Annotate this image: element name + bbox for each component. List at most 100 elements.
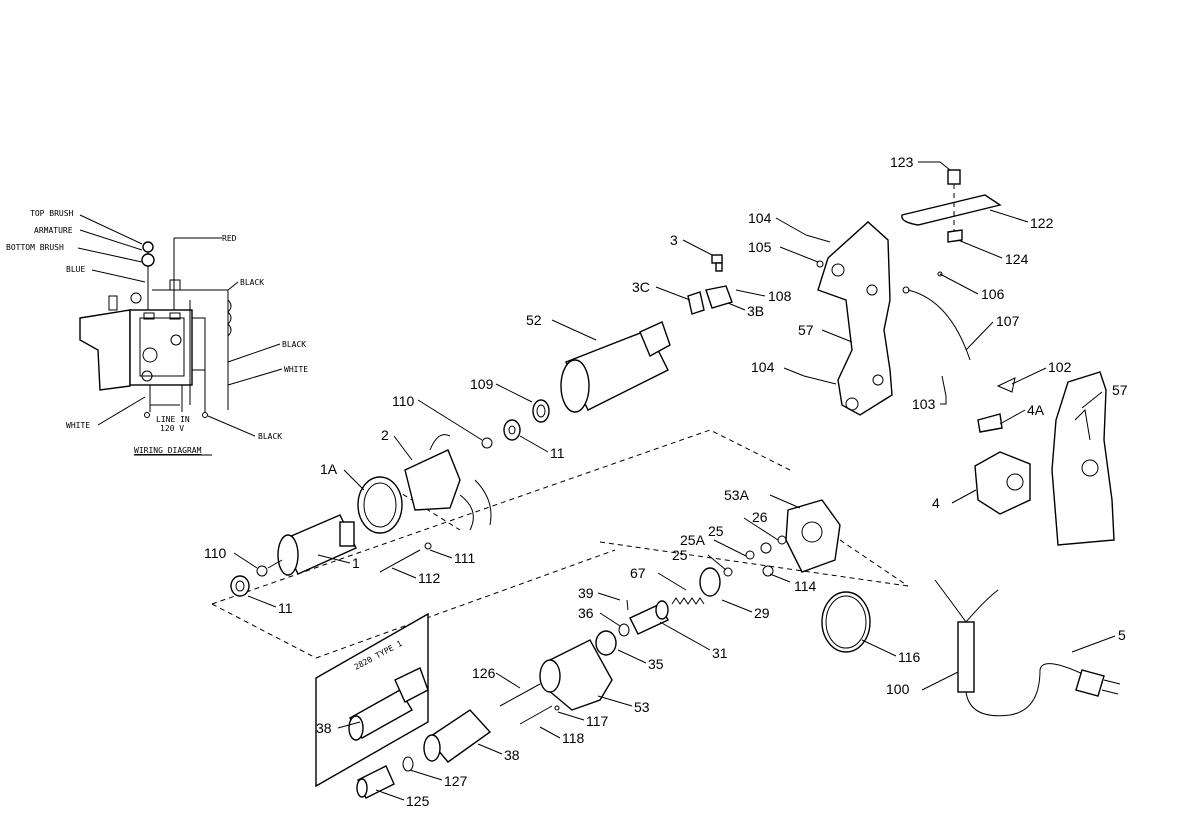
part-53a-gear-plate: [785, 499, 841, 573]
label-5: 5: [1118, 627, 1126, 643]
part-122-plate: [901, 169, 1002, 243]
part-11-bearing-bottom: [230, 575, 250, 597]
label-112: 112: [418, 570, 441, 586]
label-122: 122: [1030, 215, 1054, 231]
part-57-housing-right: [1051, 371, 1115, 546]
label-53: 53: [634, 699, 650, 715]
label-118: 118: [562, 730, 585, 746]
part-4-switch: [974, 451, 1031, 515]
label-125: 125: [406, 793, 430, 809]
label-127: 127: [444, 773, 468, 789]
label-110-top: 110: [392, 393, 415, 409]
part-127-ring: [402, 756, 414, 772]
label-31: 31: [712, 645, 728, 661]
part-5-cord: [965, 663, 1121, 717]
label-116: 116: [898, 649, 921, 665]
inset-box: 2820 TYPE 1: [315, 612, 429, 788]
wiring-diagram: TOP BRUSH ARMATURE BOTTOM BRUSH BLUE RED…: [6, 209, 308, 456]
label-25-top: 25: [708, 523, 724, 539]
label-black-3: BLACK: [258, 432, 282, 441]
switch-body: [79, 292, 206, 391]
label-black-1: BLACK: [240, 278, 264, 287]
label-3: 3: [670, 232, 678, 248]
part-11-bearing-top: [503, 419, 521, 441]
label-124: 124: [1005, 251, 1029, 267]
label-red: RED: [222, 234, 237, 243]
label-white-1: WHITE: [284, 365, 308, 374]
label-top-brush: TOP BRUSH: [30, 209, 74, 218]
label-38-inset: 38: [316, 720, 332, 736]
part-102-terminal: [996, 377, 1016, 393]
label-11-top: 11: [550, 445, 565, 461]
label-104-top: 104: [748, 210, 772, 226]
label-25-mid: 25: [672, 547, 688, 563]
label-123: 123: [890, 154, 914, 170]
label-108: 108: [768, 288, 792, 304]
label-67: 67: [630, 565, 646, 581]
label-103: 103: [912, 396, 936, 412]
label-bottom-brush: BOTTOM BRUSH: [6, 243, 64, 252]
part-29-gear: [699, 567, 721, 597]
label-109: 109: [470, 376, 494, 392]
part-100-cord-protector: [934, 579, 999, 693]
label-white-2: WHITE: [66, 421, 90, 430]
leader-lines: [233, 161, 1116, 801]
label-11-bottom: 11: [278, 600, 293, 616]
label-1a: 1A: [320, 461, 338, 477]
part-31-spindle: [629, 600, 669, 635]
label-4a: 4A: [1027, 402, 1045, 418]
part-1-armature: [267, 514, 357, 576]
label-25a: 25A: [680, 532, 706, 548]
part-1a-baffle: [357, 476, 403, 534]
label-armature: ARMATURE: [34, 226, 73, 235]
part-labels: 123 122 124 104 105 3 3C 3B 108 106 107 …: [204, 154, 1128, 809]
label-57-right: 57: [1112, 382, 1128, 398]
label-3c: 3C: [632, 279, 650, 295]
label-100: 100: [886, 681, 910, 697]
part-3c-clip: [687, 291, 705, 315]
label-120v: 120 V: [160, 424, 184, 433]
part-4a: [977, 413, 1003, 433]
label-53a: 53A: [724, 487, 750, 503]
wiring-lines: [141, 237, 232, 418]
part-52-field-housing: [560, 321, 671, 413]
label-29: 29: [754, 605, 770, 621]
label-26: 26: [752, 509, 768, 525]
label-1: 1: [352, 555, 360, 571]
part-109-bearing: [532, 399, 550, 423]
label-57-left: 57: [798, 322, 814, 338]
label-35: 35: [648, 656, 664, 672]
label-114: 114: [794, 578, 817, 594]
label-111: 111: [454, 550, 475, 566]
label-102: 102: [1048, 359, 1072, 375]
part-116-gasket: [821, 591, 871, 653]
label-52: 52: [526, 312, 542, 328]
part-103-terminal: [941, 375, 947, 397]
label-39: 39: [578, 585, 594, 601]
label-36: 36: [578, 605, 594, 621]
part-118-screw: [519, 705, 553, 725]
label-2: 2: [381, 427, 389, 443]
label-104-bottom: 104: [751, 359, 775, 375]
label-3b: 3B: [747, 303, 764, 319]
part-38-inset: [348, 667, 429, 741]
label-black-2: BLACK: [282, 340, 306, 349]
part-67-spring: [671, 597, 705, 605]
part-112-screw: [379, 549, 421, 573]
part-107-wire: [907, 289, 971, 361]
label-117: 117: [586, 713, 609, 729]
part-3b-holder: [705, 285, 733, 309]
label-110-bottom: 110: [204, 545, 227, 561]
part-125-bit-holder: [356, 765, 395, 799]
label-line-in: LINE IN: [156, 415, 190, 424]
part-35-bearing: [595, 630, 617, 656]
part-3-brush: [711, 254, 723, 272]
wiring-diagram-title: WIRING DIAGRAM: [134, 446, 202, 455]
label-126: 126: [472, 665, 496, 681]
label-107: 107: [996, 313, 1020, 329]
label-105: 105: [748, 239, 772, 255]
part-126-pin: [499, 683, 541, 707]
part-53-gear-case: [539, 639, 613, 711]
part-57-housing-left: [817, 221, 893, 416]
